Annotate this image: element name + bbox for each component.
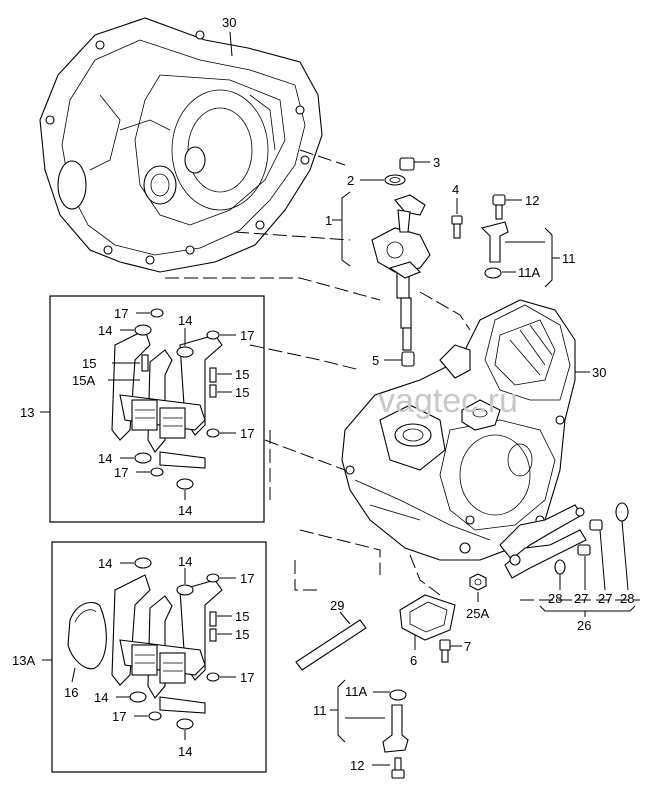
dashed-line-e: [264, 439, 346, 471]
spacer-5: [401, 351, 415, 367]
callout-11A-bottom: 11A: [345, 684, 367, 699]
bush-14-box13-c: [134, 452, 152, 464]
bolt-7: [439, 639, 451, 663]
callout-14-box13-b: 14: [178, 313, 192, 328]
callout-15-box13-a: 15: [82, 356, 96, 371]
dashed-line-b: [299, 149, 346, 166]
callout-17-box13A-c: 17: [112, 709, 126, 724]
rod-29: [295, 619, 367, 671]
bush-14-box13A-b: [176, 584, 194, 596]
callout-17-box13A-a: 17: [240, 571, 254, 586]
bolt-4: [451, 215, 463, 239]
washer-17-box13A-a: [206, 573, 220, 583]
dashed-line-d: [419, 291, 471, 331]
callout-14-box13A-d: 14: [178, 744, 192, 759]
callout-27-b: 27: [598, 591, 612, 606]
leader-29: [339, 611, 351, 625]
bush-14-box13-a: [134, 324, 152, 336]
callout-27-a: 27: [574, 591, 588, 606]
bush-14-box13-d: [176, 478, 194, 490]
washer-17-box13-b: [206, 330, 220, 340]
assembly-box-13A: [51, 541, 267, 773]
callout-16: 16: [64, 685, 78, 700]
dashed-line-h: [294, 560, 318, 591]
washer-17-box13A-c: [148, 711, 162, 721]
callout-17-box13-d: 17: [114, 465, 128, 480]
levers-26: [499, 504, 587, 579]
washer-17-box13-a: [150, 308, 164, 318]
callout-11-top: 11: [562, 251, 576, 266]
callout-14-box13A-b: 14: [178, 554, 192, 569]
guide-sleeve-lower: [382, 689, 409, 779]
guide-sleeve-upper: [480, 194, 509, 279]
washer-17-box13A-b: [206, 672, 220, 682]
watermark: vagtec.ru: [378, 382, 518, 420]
callout-29: 29: [330, 598, 344, 613]
callout-15-box13-b: 15: [235, 367, 249, 382]
dashed-line-c: [165, 277, 381, 301]
callout-13A: 13A: [12, 653, 35, 668]
callout-14-box13-c: 14: [98, 451, 112, 466]
callout-4: 4: [452, 182, 459, 197]
callout-1: 1: [325, 213, 332, 228]
dashed-line-a: [234, 231, 351, 241]
callout-17-box13-a: 17: [114, 306, 128, 321]
bracket-26: [539, 605, 636, 612]
washer-17-box13-c: [206, 428, 220, 438]
callout-17-box13A-b: 17: [240, 670, 254, 685]
clip-16: [67, 601, 107, 670]
callout-17-box13-c: 17: [240, 426, 254, 441]
bracket-1: [341, 191, 351, 267]
callout-15-box13A-a: 15: [235, 609, 249, 624]
shift-forks-13: [111, 329, 223, 469]
callout-15-box13-c: 15: [235, 385, 249, 400]
callout-25A: 25A: [466, 606, 489, 621]
callout-13: 13: [20, 405, 34, 420]
callout-7: 7: [464, 639, 471, 654]
callout-28-b: 28: [620, 591, 634, 606]
callout-11-bottom: 11: [313, 703, 327, 718]
nut-25A: [469, 573, 487, 591]
bolts-27: [577, 519, 603, 556]
callout-30-right: 30: [592, 365, 606, 380]
bush-14-box13A-d: [176, 718, 194, 730]
callout-28-a: 28: [548, 591, 562, 606]
callout-17-box13-b: 17: [240, 328, 254, 343]
bush-14-box13A-c: [129, 691, 147, 703]
dashed-line-k: [249, 344, 361, 371]
callout-14-box13-a: 14: [98, 323, 112, 338]
callout-15A: 15A: [72, 373, 95, 388]
callout-14-box13A-a: 14: [98, 556, 112, 571]
callout-14-box13A-c: 14: [94, 690, 108, 705]
bush-14-box13-b: [176, 346, 194, 358]
callout-2: 2: [347, 173, 354, 188]
callout-26: 26: [577, 618, 591, 633]
callout-12-top: 12: [525, 193, 539, 208]
dashed-line-g: [299, 529, 381, 575]
bush-14-box13A-a: [134, 557, 152, 569]
callout-14-box13-d: 14: [178, 503, 192, 518]
dashed-line-j: [409, 554, 441, 596]
callout-3: 3: [433, 155, 440, 170]
leader-16: [71, 667, 76, 683]
callout-6: 6: [410, 653, 417, 668]
washer-17-box13-d: [150, 467, 164, 477]
assembly-box-13: [49, 295, 265, 523]
cover-plate-6: [399, 594, 456, 641]
callout-5: 5: [372, 353, 379, 368]
callout-15-box13A-b: 15: [235, 627, 249, 642]
callout-30-top: 30: [222, 15, 236, 30]
gearbox-housing-top: [39, 17, 323, 273]
selector-shaft-assembly: [371, 157, 431, 351]
callout-11A-top: 11A: [518, 265, 540, 280]
shift-forks-13A: [111, 574, 223, 714]
gearbox-housing-main: [341, 299, 576, 561]
leader-30a: [229, 31, 233, 57]
bracket-11-bottom: [337, 679, 346, 743]
callout-12-bottom: 12: [350, 758, 364, 773]
